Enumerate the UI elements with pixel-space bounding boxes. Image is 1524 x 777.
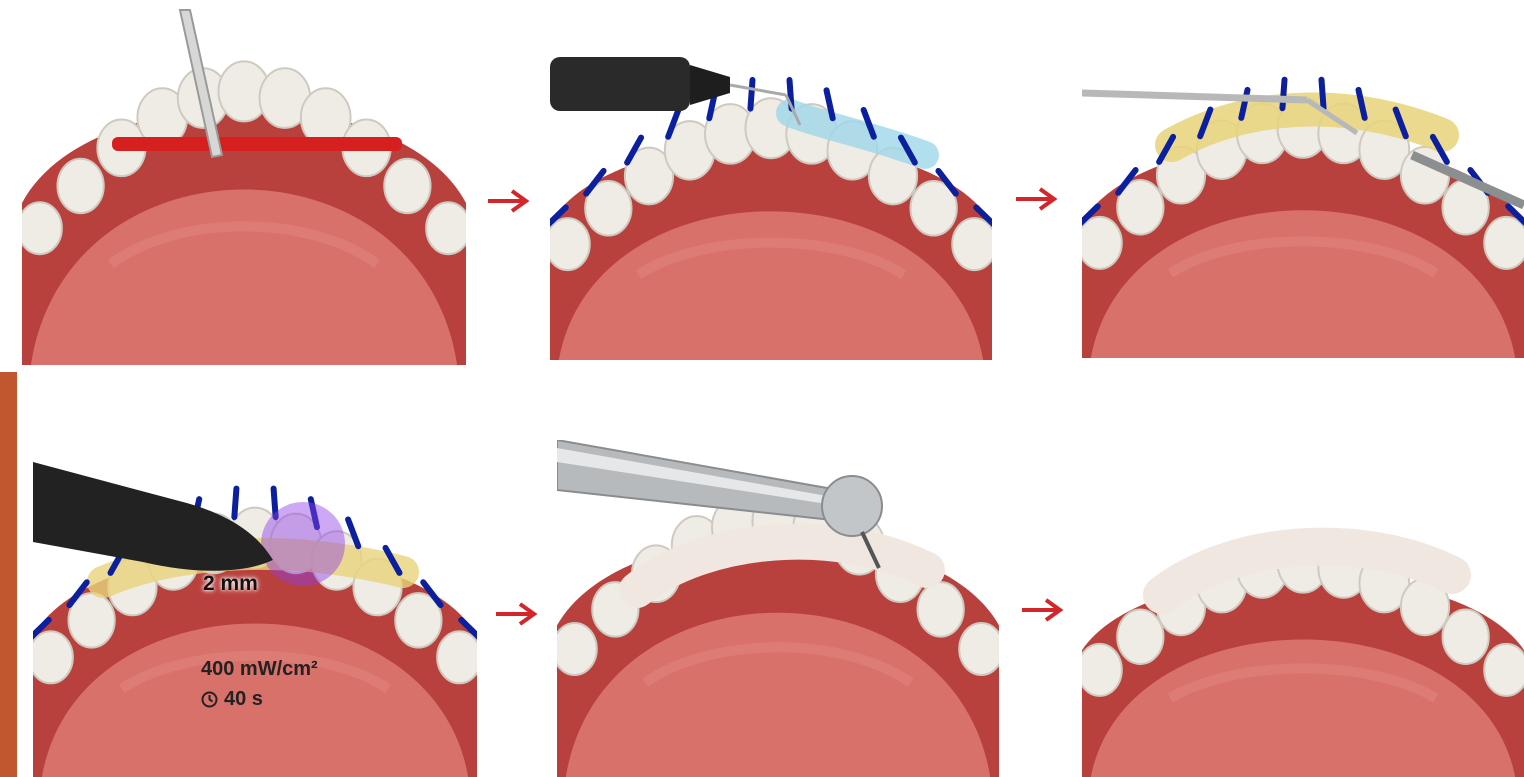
tooth bbox=[1484, 217, 1524, 269]
accent-bar bbox=[0, 372, 17, 777]
duration-row: 40 s bbox=[201, 688, 263, 711]
tooth bbox=[1484, 644, 1524, 696]
arrow-step-5-to-6 bbox=[1020, 597, 1064, 623]
step-2-panel bbox=[550, 55, 992, 360]
tooth bbox=[1082, 644, 1122, 696]
duration-label: 40 s bbox=[224, 688, 263, 711]
isolation-mark bbox=[234, 489, 236, 518]
tooth bbox=[437, 631, 477, 683]
tooth bbox=[426, 202, 466, 254]
tooth bbox=[1443, 609, 1489, 663]
step-4-panel: 2 mm 400 mW/cm² 40 s bbox=[33, 462, 477, 777]
step-6-illustration bbox=[1082, 495, 1524, 777]
step-3-illustration bbox=[1082, 55, 1524, 358]
step-1-panel bbox=[22, 5, 466, 365]
step-5-illustration bbox=[557, 440, 999, 777]
arrow-step-1-to-2 bbox=[486, 188, 530, 214]
tooth bbox=[1117, 609, 1163, 663]
mouth-arch bbox=[22, 61, 466, 365]
isolation-mark bbox=[1282, 80, 1284, 109]
arrow-step-2-to-3 bbox=[1014, 186, 1058, 212]
curing-light-glow bbox=[261, 502, 345, 586]
mouth-arch bbox=[550, 98, 992, 360]
tooth bbox=[1082, 217, 1122, 269]
tooth bbox=[918, 582, 964, 636]
clock-icon bbox=[201, 691, 218, 708]
tooth bbox=[952, 218, 992, 270]
tooth bbox=[550, 218, 590, 270]
tooth bbox=[33, 631, 73, 683]
tooth bbox=[384, 159, 430, 213]
step-4-illustration bbox=[33, 462, 477, 777]
step-6-panel bbox=[1082, 495, 1524, 777]
tooth bbox=[22, 202, 62, 254]
arrow-step-4-to-5 bbox=[494, 601, 538, 627]
step-2-illustration bbox=[550, 55, 992, 360]
intensity-label: 400 mW/cm² bbox=[201, 658, 318, 681]
isolation-mark bbox=[750, 80, 752, 109]
step-5-panel bbox=[557, 440, 999, 777]
tooth bbox=[557, 623, 597, 675]
distance-label: 2 mm bbox=[203, 572, 258, 596]
step-1-illustration bbox=[22, 5, 466, 365]
red-fiber-strip bbox=[112, 137, 402, 151]
isolation-mark bbox=[1321, 80, 1323, 109]
tooth bbox=[959, 623, 999, 675]
tooth bbox=[57, 159, 103, 213]
step-3-panel bbox=[1082, 55, 1524, 358]
